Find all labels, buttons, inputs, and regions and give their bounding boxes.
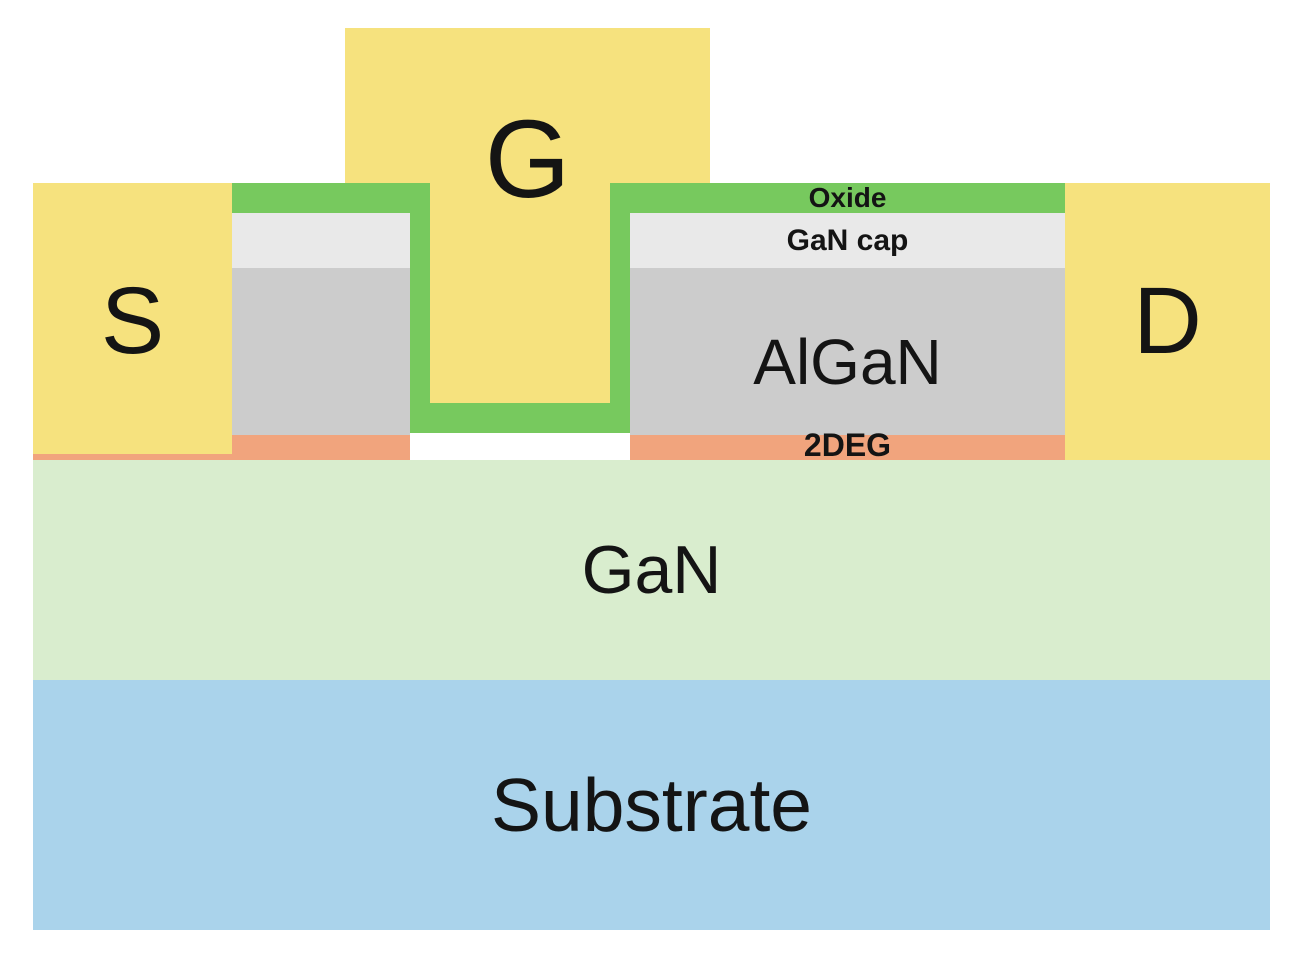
oxide-sidewall-left bbox=[410, 213, 430, 433]
oxide-sidewall-right bbox=[610, 213, 630, 433]
algan-barrier-right bbox=[630, 268, 1065, 435]
gan-cap-right bbox=[630, 213, 1065, 268]
oxide-layer-right bbox=[610, 183, 1065, 213]
algan-barrier-left bbox=[232, 268, 410, 435]
gan-buffer-layer bbox=[33, 460, 1270, 680]
source-contact bbox=[33, 183, 232, 460]
oxide-gate-bottom bbox=[430, 403, 610, 433]
2deg-left bbox=[232, 435, 410, 460]
substrate-layer bbox=[33, 680, 1270, 930]
gan-cap-left bbox=[232, 213, 410, 268]
2deg-under-source bbox=[33, 454, 232, 460]
drain-contact bbox=[1065, 183, 1270, 460]
gate-contact-leg bbox=[430, 183, 610, 403]
gate-contact-head bbox=[345, 28, 710, 183]
oxide-layer-left bbox=[232, 183, 430, 213]
2deg-right bbox=[630, 435, 1065, 460]
